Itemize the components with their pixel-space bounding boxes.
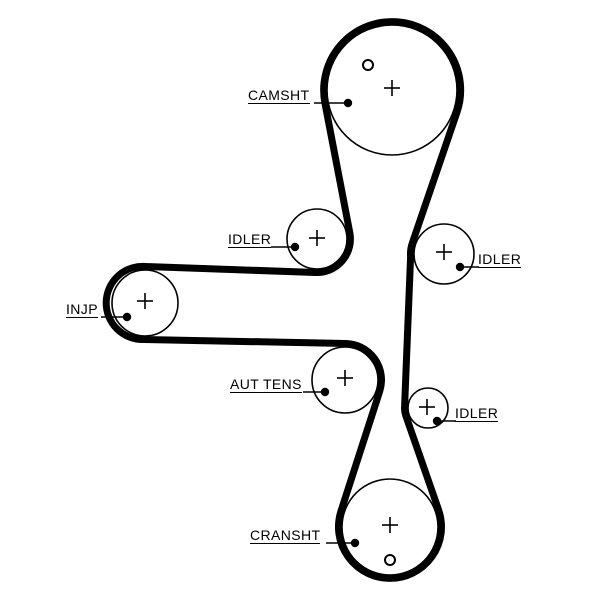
label-crankshaft: CRANSHT: [250, 527, 321, 544]
leader-dot-idler-upper-left: [290, 242, 300, 252]
label-idler-lower-right: IDLER: [455, 405, 499, 422]
hole-camshaft: [362, 59, 374, 71]
pulley-injection-pump: [111, 269, 179, 337]
leader-dot-camshaft: [343, 98, 353, 108]
timing-belt: [102, 18, 465, 582]
hole-crankshaft: [384, 554, 396, 566]
leader-dot-idler-lower-right: [432, 416, 442, 426]
pulley-idler-lower-right: [407, 387, 449, 429]
leader-dot-crankshaft: [350, 538, 360, 548]
leader-dot-idler-upper-right: [455, 262, 465, 272]
label-idler-upper-right: IDLER: [478, 251, 522, 268]
label-injection-pump: INJP: [66, 301, 98, 318]
label-auto-tensioner: AUT TENS: [230, 376, 302, 393]
pulley-auto-tensioner: [311, 346, 379, 414]
leader-dot-auto-tensioner: [320, 387, 330, 397]
label-idler-upper-left: IDLER: [228, 231, 272, 248]
pulley-idler-upper-right: [413, 223, 475, 285]
leader-dot-injection-pump: [122, 312, 132, 322]
label-camshaft: CAMSHT: [248, 87, 310, 104]
